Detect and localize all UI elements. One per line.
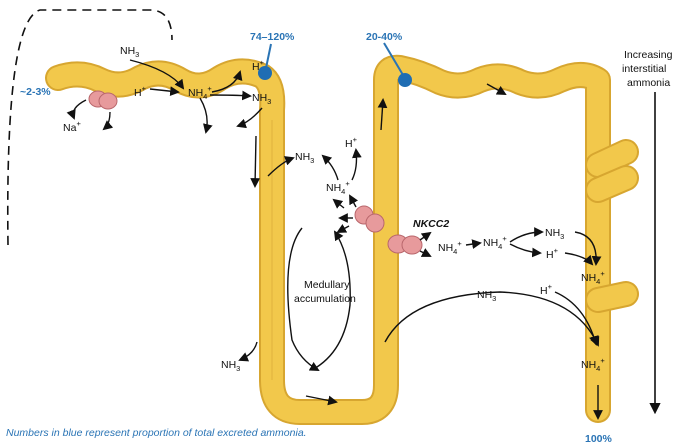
caption: Numbers in blue represent proportion of … (6, 427, 307, 439)
pct-proximal: ~2-3% (20, 86, 51, 98)
nephron-tubule (45, 54, 639, 425)
label-nh4-mid: NH4+ (326, 179, 350, 196)
arrow-dct (486, 83, 507, 95)
label-nh4-trans: NH4+ (438, 239, 462, 256)
arrow-nh4-to-h-right (509, 243, 542, 258)
arrow-nh3-mid (267, 156, 295, 177)
nkcc2-transporter (387, 234, 423, 255)
label-na: Na+ (63, 119, 81, 134)
label-nh3-bottom: NH3 (477, 289, 496, 303)
arrow-prox-down (199, 97, 213, 134)
arrow-h-to-cd (564, 252, 594, 266)
transporter-proximal (88, 90, 118, 110)
label-nh3-right: NH3 (545, 227, 564, 241)
transporter-tal (354, 205, 385, 233)
arrow-tal-to-nh4-b (332, 198, 345, 209)
arrow-h-bottom (554, 291, 599, 346)
flow-arrows (66, 59, 603, 420)
arrow-nh4-to-nh3-right (509, 227, 544, 243)
arrow-nh3-to-nh4 (129, 59, 185, 90)
label-nh3-top: NH3 (120, 45, 139, 59)
pct-tal: 20-40% (366, 31, 403, 43)
arrow-nh3-s3-out (236, 107, 263, 129)
tubule-main (47, 56, 609, 423)
label-h-cd: H+ (540, 282, 553, 297)
arrow-nh4-to-nh3-mid (321, 154, 339, 181)
label-nh4-prox: NH4+ (188, 84, 212, 101)
label-nh3-lower: NH3 (221, 359, 240, 373)
blue-marker-s3 (258, 43, 272, 80)
cd-branch-1 (587, 141, 637, 176)
arrow-medullary-left (287, 227, 320, 371)
arrow-nh4-to-nh3 (209, 90, 252, 101)
arrow-loop-bottom (305, 395, 338, 406)
gradient-line1: Increasing (624, 49, 673, 61)
gradient-line3: ammonia (627, 77, 670, 89)
arrow-nh4-to-h (211, 70, 243, 93)
arrow-nkcc2-out (419, 248, 432, 257)
label-h-prox: H+ (134, 84, 147, 99)
label-h-right: H+ (546, 246, 559, 261)
arrow-na-out (102, 111, 114, 131)
arrow-na-in (66, 99, 87, 120)
arrow-h-to-nh4 (149, 86, 180, 97)
interstitial-gradient: Increasing interstitial ammonia (622, 49, 673, 415)
arrow-ascending (377, 98, 388, 131)
tubule-main-edge (45, 54, 611, 425)
arrow-medullary-right (311, 230, 351, 371)
labels: NH3 H+ NH4+ H+ NH3 Na+ NH3 H+ NH4+ NKCC2… (63, 45, 605, 373)
cd-branch-3 (587, 283, 637, 311)
arrow-tal-left (336, 223, 350, 233)
percentages: ~2-3% 74–120% 20-40% 100% (20, 31, 613, 445)
arrow-nh3-lower (238, 341, 258, 362)
arrow-nh4-to-h-mid (351, 148, 362, 181)
cd-branch-2 (587, 167, 637, 201)
arrow-nh4-trans-to-int (465, 239, 482, 249)
label-medullary-2: accumulation (294, 293, 356, 305)
blue-marker-tal (383, 42, 412, 87)
arrow-bottom-nh3-to-cd (384, 291, 600, 347)
arrow-nh3-to-cd (574, 231, 602, 266)
label-nkcc2: NKCC2 (413, 218, 449, 230)
gradient-line2: interstitial (622, 63, 666, 75)
label-nh4-int: NH4+ (483, 234, 507, 251)
label-h-mid: H+ (345, 135, 358, 150)
label-medullary-1: Medullary (304, 279, 350, 291)
bowman-capsule-outline (6, 9, 173, 246)
arrow-nkcc2-out-b (419, 231, 432, 242)
arrow-descending (250, 135, 261, 188)
label-nh3-mid: NH3 (295, 151, 314, 165)
label-nh3-s3: NH3 (252, 92, 271, 106)
pct-final: 100% (585, 433, 613, 445)
arrow-tal-to-nh4 (349, 194, 359, 208)
pct-s3: 74–120% (250, 31, 295, 43)
